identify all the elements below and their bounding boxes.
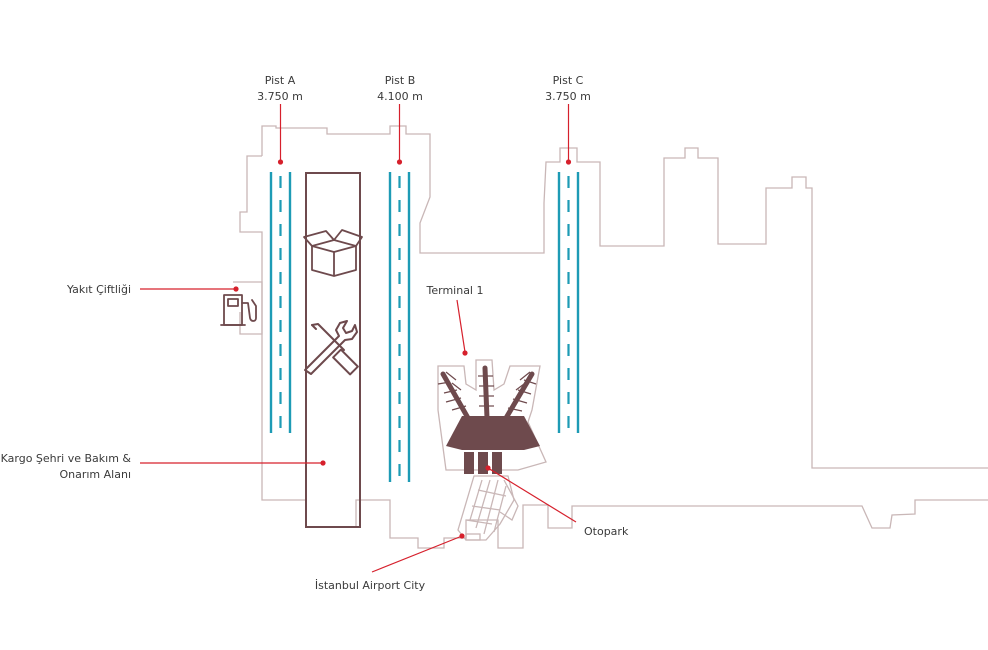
runway-c — [557, 172, 580, 433]
terminal-gates — [437, 371, 537, 412]
cargo-label-line1: Kargo Şehri ve Bakım & — [1, 452, 132, 465]
parking-label: Otopark — [584, 525, 629, 538]
fuel-farm-label: Yakıt Çiftliği — [66, 283, 131, 296]
airport-city-label: İstanbul Airport City — [315, 579, 426, 592]
cargo-box-icon — [303, 229, 363, 277]
fuel-farm-outline — [233, 281, 263, 335]
runway-b-name: Pist B — [385, 74, 416, 87]
runway-a-length: 3.750 m — [257, 90, 303, 103]
airport-city-area — [457, 475, 519, 541]
airport-boundary — [239, 125, 988, 549]
runway-b-length: 4.100 m — [377, 90, 423, 103]
leader-lines — [140, 104, 577, 573]
terminal-1 — [437, 359, 547, 474]
terminal-label: Terminal 1 — [426, 284, 484, 297]
runway-a-name: Pist A — [265, 74, 296, 87]
fuel-pump-icon — [220, 294, 257, 326]
runway-b — [388, 172, 411, 482]
cargo-label-line2: Onarım Alanı — [59, 468, 131, 481]
runway-a — [269, 172, 292, 433]
maintenance-tools-icon — [304, 320, 359, 376]
runway-c-name: Pist C — [553, 74, 584, 87]
cargo-maintenance-area — [305, 172, 361, 528]
runway-c-length: 3.750 m — [545, 90, 591, 103]
